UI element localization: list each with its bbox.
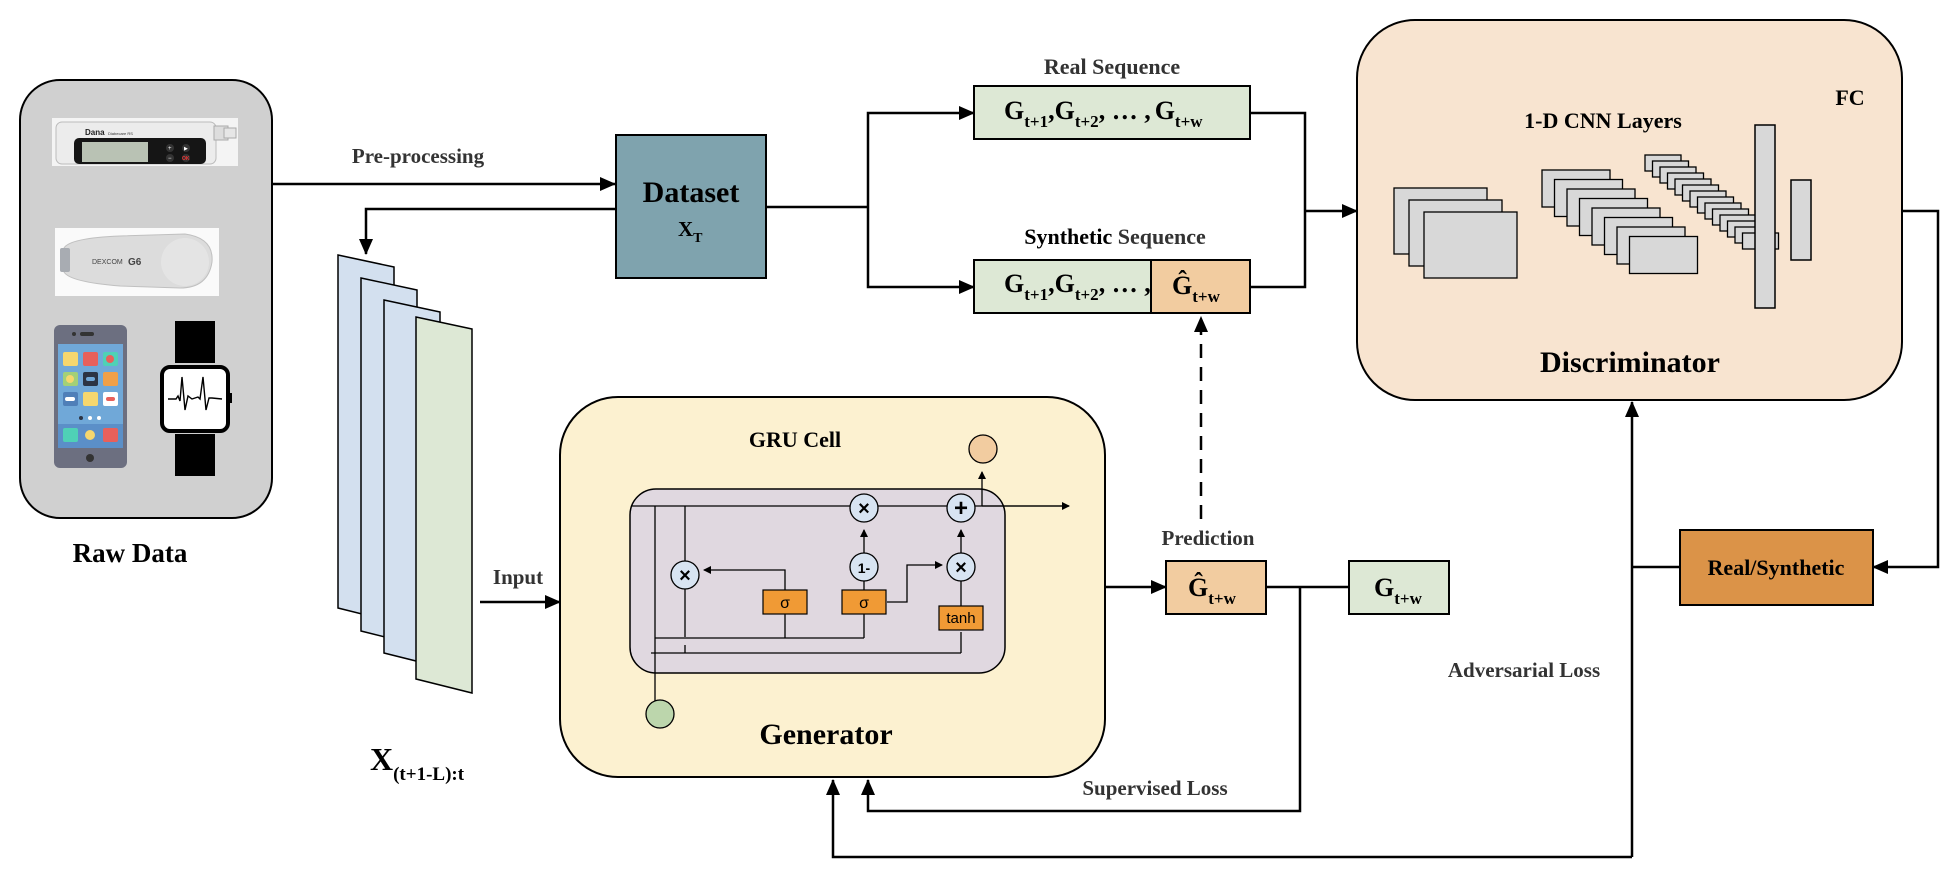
candidate-tanh: tanh: [938, 605, 984, 631]
real-sequence-title: Real Sequence: [1044, 54, 1181, 79]
synthetic-sequence-title: Synthetic Sequence: [1024, 224, 1206, 249]
dataset-to-real-arrow: [866, 106, 975, 207]
cnn-feature-map-2-8: [1628, 235, 1699, 275]
add-op: +: [946, 493, 976, 523]
svg-text:×: ×: [858, 498, 870, 520]
cnn-feature-maps: [1393, 154, 1780, 279]
dataset-box: Dataset XT: [615, 134, 767, 279]
synthetic-sequence-box: Gt+1,Gt+2, … , Ĝt+w: [973, 259, 1251, 314]
multiply-op-reset: ×: [670, 560, 700, 590]
update-gate-sigma: σ: [841, 589, 887, 615]
adversarial-to-generator-arrow: [826, 779, 1632, 859]
discriminator-to-output-arrow: [1872, 209, 1940, 574]
pump-minus-button-label: −: [168, 156, 172, 162]
dataset-var: XT: [678, 217, 703, 246]
smartwatch-icon: [160, 321, 232, 476]
supervised-loss-label: Supervised Loss: [1082, 776, 1227, 800]
synthetic-sequence-terms: Gt+1,Gt+2, … ,: [1004, 269, 1151, 304]
cnn-feature-map-1-3: [1423, 211, 1518, 279]
synthetic-predicted-term: Ĝt+w: [1172, 271, 1221, 306]
real-sequence-terms: Gt+1,Gt+2, … ,Gt+w: [1004, 96, 1203, 131]
gru-cell-title: GRU Cell: [749, 427, 841, 452]
dataset-title: Dataset: [643, 176, 740, 209]
multiply-op-candidate: ×: [946, 552, 976, 582]
multiply-op-top: ×: [849, 493, 879, 523]
raw-data-panel: + ▶ − OK Dana Diabecare RS DEXCOM G6: [19, 79, 273, 568]
fc-label: FC: [1835, 85, 1864, 110]
input-node: [645, 699, 675, 729]
real-to-discriminator-line: [1250, 111, 1307, 211]
svg-text:1-: 1-: [858, 560, 871, 576]
real-sequence-box: Gt+1,Gt+2, … ,Gt+w: [973, 85, 1251, 140]
pump-plus-button-label: +: [168, 146, 172, 152]
dataset-to-window-arrow: [359, 207, 616, 255]
prediction-term: Ĝt+w: [1188, 573, 1237, 608]
svg-text:σ: σ: [859, 595, 869, 612]
insulin-pump-icon: + ▶ − OK Dana Diabecare RS: [52, 118, 238, 166]
fc-layer-2: [1790, 179, 1812, 261]
prediction-label: Prediction: [1162, 526, 1255, 550]
pump-brand-label: Dana: [85, 128, 105, 137]
ground-truth-term: Gt+w: [1374, 573, 1423, 608]
discriminator-block: 1-D CNN Layers FC Discriminator: [1356, 19, 1903, 401]
discriminator-title: Discriminator: [1540, 346, 1720, 379]
svg-text:σ: σ: [780, 595, 790, 612]
generator-title: Generator: [759, 718, 892, 751]
svg-text:×: ×: [679, 565, 691, 587]
pump-model-label: Diabecare RS: [108, 131, 133, 136]
supervised-loss-arrow: [861, 587, 1302, 813]
fc-layer-1: [1754, 124, 1776, 309]
generator-block: GRU Cell Generator: [559, 396, 1106, 778]
input-window-label: X(t+1-L):t: [370, 741, 465, 785]
input-window-stack: X(t+1-L):t: [337, 254, 473, 785]
svg-text:+: +: [954, 495, 968, 522]
raw-data-label: Raw Data: [73, 538, 188, 568]
svg-text:×: ×: [955, 557, 967, 579]
svg-text:tanh: tanh: [946, 610, 975, 627]
smartphone-icon: [54, 325, 127, 468]
preprocessing-label: Pre-processing: [352, 144, 485, 168]
one-minus-op: 1-: [849, 552, 879, 582]
input-label: Input: [493, 565, 543, 589]
adversarial-loss-label: Adversarial Loss: [1448, 658, 1600, 682]
reset-gate-sigma: σ: [762, 589, 808, 615]
cnn-layers-label: 1-D CNN Layers: [1524, 108, 1682, 133]
prediction-box: Ĝt+w: [1165, 560, 1267, 615]
dataset-to-synthetic-arrow: [866, 207, 975, 294]
cgm-sensor-icon: DEXCOM G6: [55, 228, 219, 296]
real-synthetic-output-box: Real/Synthetic: [1679, 529, 1874, 606]
pump-ok-button-label: OK: [182, 156, 190, 162]
real-synthetic-label: Real/Synthetic: [1708, 555, 1845, 580]
cgm-brand-label: DEXCOM: [92, 259, 123, 266]
synthetic-to-discriminator-line: [1250, 211, 1307, 289]
gru-cell: × × + 1- × σ: [629, 434, 1070, 729]
cgm-model-label: G6: [128, 257, 142, 268]
hidden-output-node: [968, 434, 998, 464]
pump-play-button-label: ▶: [184, 146, 188, 152]
ground-truth-box: Gt+w: [1348, 560, 1450, 615]
